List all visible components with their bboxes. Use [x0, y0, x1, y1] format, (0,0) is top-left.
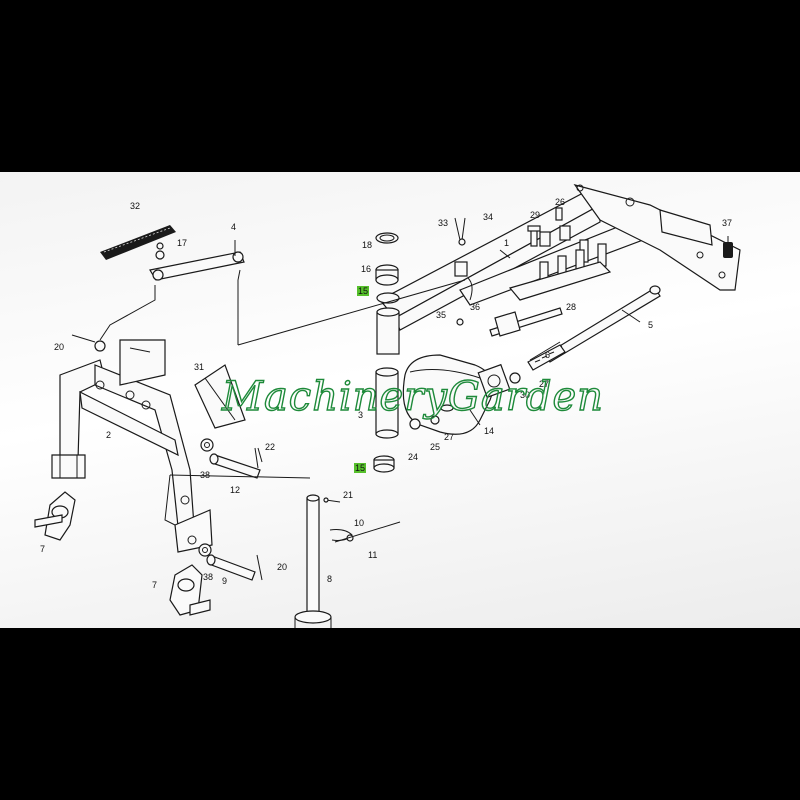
- brush-32: [100, 225, 176, 260]
- rod-28: [489, 307, 563, 337]
- callout-6: 6: [545, 350, 550, 360]
- callout-27-right: 27: [539, 379, 549, 389]
- callout-8: 8: [327, 574, 332, 584]
- bolts-top: [454, 207, 563, 326]
- callout-15-highlight-top: [357, 286, 369, 296]
- rod-11: [334, 521, 401, 543]
- callout-38-upper: 38: [200, 470, 210, 480]
- plate-31: [194, 364, 246, 429]
- callout-15-top: 15: [358, 286, 368, 296]
- leader-lines: [99, 240, 641, 526]
- callout-11: 11: [368, 550, 377, 560]
- callout-14: 14: [484, 426, 494, 436]
- callout-38-lower: 38: [203, 572, 213, 582]
- callout-35: 35: [436, 310, 446, 320]
- callout-28: 28: [566, 302, 576, 312]
- callout-27: 27: [444, 432, 454, 442]
- small-pins: [71, 242, 263, 463]
- callout-33: 33: [438, 218, 448, 228]
- clamp-blocks: [454, 225, 612, 301]
- callout-30: 30: [520, 390, 530, 400]
- callout-26: 26: [555, 197, 565, 207]
- callout-7-lower: 7: [152, 580, 157, 590]
- callout-25: 25: [430, 442, 440, 452]
- callout-36: 36: [470, 302, 480, 312]
- callout-34: 34: [483, 212, 493, 222]
- worm-shaft: [527, 344, 566, 371]
- callout-9: 9: [222, 576, 227, 586]
- pin-21: [323, 497, 341, 503]
- callout-2: 2: [106, 430, 111, 440]
- callout-7-upper: 7: [40, 544, 45, 554]
- post-8: [294, 494, 332, 628]
- gearbox-housing-14: [402, 354, 521, 435]
- pin-9: [198, 543, 263, 581]
- callout-4: 4: [231, 222, 236, 232]
- callout-1: 1: [504, 238, 509, 248]
- pivot-column-3: [373, 307, 400, 473]
- arm-4: [149, 250, 245, 281]
- callout-20-bottom: 20: [277, 562, 287, 572]
- clip-10: [329, 529, 354, 542]
- link-7-lower: [169, 564, 211, 616]
- callout-3: 3: [358, 410, 363, 420]
- callout-31: 31: [194, 362, 204, 372]
- callout-16: 16: [361, 264, 371, 274]
- link-7-upper: [34, 491, 76, 541]
- callout-17: 17: [177, 238, 187, 248]
- callout-32: 32: [130, 201, 140, 211]
- callout-21: 21: [343, 490, 353, 500]
- watermark-text: MachineryGarden: [221, 374, 604, 420]
- callout-10: 10: [354, 518, 364, 528]
- frame-2: [51, 339, 213, 553]
- callout-15-highlight-bottom: [354, 463, 366, 473]
- callout-29: 29: [530, 210, 540, 220]
- pin-12: [200, 438, 261, 479]
- callout-5: 5: [648, 320, 653, 330]
- callout-24: 24: [408, 452, 418, 462]
- callout-15-bottom: 15: [355, 463, 365, 473]
- callout-12: 12: [230, 485, 240, 495]
- part-37: [723, 236, 733, 258]
- callout-22: 22: [265, 442, 275, 452]
- callouts: 32 17 4 20 2 31 22 38 12 7 7 38 9 20 21 …: [40, 197, 732, 590]
- callout-20-top: 20: [54, 342, 64, 352]
- callout-37: 37: [722, 218, 732, 228]
- callout-18: 18: [362, 240, 372, 250]
